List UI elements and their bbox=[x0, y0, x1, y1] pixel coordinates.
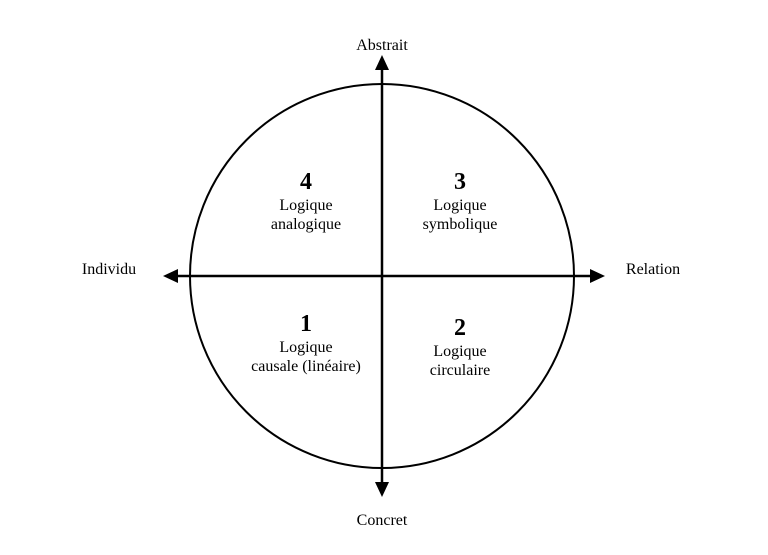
axis-label-top: Abstrait bbox=[356, 37, 408, 54]
axis-label-left: Individu bbox=[81, 261, 137, 278]
arrow-up-icon bbox=[375, 55, 389, 70]
quadrant-label-line1: Logique bbox=[279, 197, 333, 214]
quadrant-label-line2: circulaire bbox=[429, 362, 491, 379]
quadrant-number: 4 bbox=[299, 169, 312, 195]
quadrant-number: 1 bbox=[299, 311, 312, 337]
arrow-right-icon bbox=[590, 269, 605, 283]
arrow-down-icon bbox=[375, 482, 389, 497]
arrow-left-icon bbox=[163, 269, 178, 283]
quadrant-label-line2: symbolique bbox=[422, 216, 498, 233]
quadrant-3: 3 Logique symbolique bbox=[423, 168, 498, 234]
axis-label-right: Relation bbox=[625, 261, 681, 278]
quadrant-number: 3 bbox=[453, 169, 466, 195]
quadrant-label-line2: analogique bbox=[270, 216, 342, 233]
quadrant-label-line1: Logique bbox=[279, 339, 333, 356]
quadrant-label-line2: causale (linéaire) bbox=[251, 358, 361, 375]
quadrant-1: 1 Logique causale (linéaire) bbox=[251, 310, 361, 376]
quadrant-label-line1: Logique bbox=[433, 343, 487, 360]
quadrant-label-line1: Logique bbox=[433, 197, 487, 214]
quadrant-4: 4 Logique analogique bbox=[271, 168, 341, 234]
quadrant-2: 2 Logique circulaire bbox=[430, 314, 490, 380]
quadrant-number: 2 bbox=[454, 315, 466, 341]
axis-label-bottom: Concret bbox=[356, 512, 408, 529]
